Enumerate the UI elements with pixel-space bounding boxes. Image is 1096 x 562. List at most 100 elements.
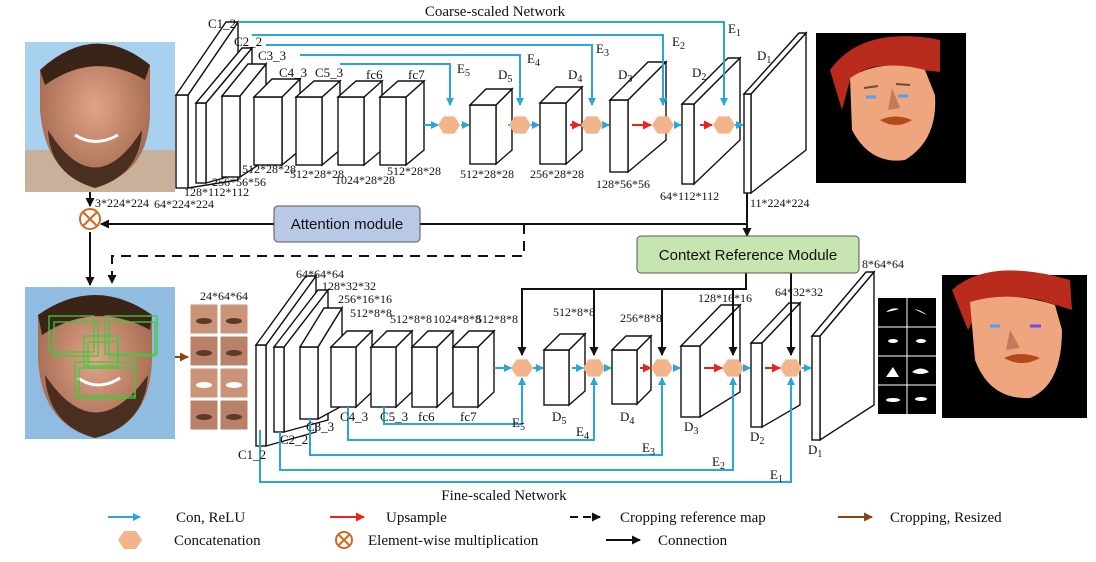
crop-feature — [196, 382, 212, 388]
concat-hexagon-6 — [511, 359, 533, 377]
crop-feature — [196, 318, 212, 324]
coarse-decoder-d5: D5 — [498, 67, 512, 85]
label-fine-c2: C2_2 — [280, 432, 308, 447]
fine-decoder-d2: D2 — [750, 429, 764, 447]
fine-network-title: Fine-scaled Network — [441, 488, 567, 504]
fine-decoder-d3: D3 — [684, 419, 698, 437]
legend-concat-hexagon — [118, 531, 142, 549]
fine-decoder-d4: D4 — [620, 409, 634, 427]
fine-labels: 24*64*64 64*64*64 128*32*32 256*16*16 51… — [200, 257, 904, 462]
dim-fine-fc7: 512*8*8 — [476, 312, 518, 326]
label-coarse-c4: C4_3 — [279, 65, 307, 80]
legend-concat: Concatenation — [174, 533, 261, 549]
context-reference-module-label: Context Reference Module — [659, 247, 837, 264]
label-coarse-c2: C2_2 — [234, 34, 262, 49]
dim-input: 3*224*224 — [95, 196, 149, 210]
concat-hexagon-7 — [583, 359, 605, 377]
attention-module: Attention module — [273, 205, 421, 243]
dim-coarse-c5: 512*28*28 — [290, 167, 344, 181]
dim-coarse-c4: 512*28*28 — [242, 162, 296, 176]
label-fine-c5: C5_3 — [380, 409, 408, 424]
dim-coarse-fc6: 1024*28*28 — [335, 173, 395, 187]
label-fine-fc7: fc7 — [460, 409, 477, 424]
dim-fine-d2: 64*32*32 — [775, 285, 823, 299]
label-fine-fc6: fc6 — [418, 409, 435, 424]
dim-coarse-d3: 128*56*56 — [596, 177, 650, 191]
label-fine-c3: C3_3 — [306, 419, 334, 434]
dim-fine-crop: 24*64*64 — [200, 289, 248, 303]
fine-decoder-d5: D5 — [552, 409, 566, 427]
dim-fine-c1: 64*64*64 — [296, 267, 344, 281]
attention-module-label: Attention module — [291, 216, 404, 233]
concat-hexagon-9 — [722, 359, 744, 377]
dim-fine-d1: 8*64*64 — [862, 257, 904, 271]
legend-crop-ref: Cropping reference map — [620, 510, 766, 526]
context-reference-module: Context Reference Module — [636, 235, 860, 274]
dim-coarse-d2: 64*112*112 — [660, 189, 719, 203]
fine-skip-connections — [259, 377, 795, 483]
part-masks — [878, 298, 936, 414]
crop-feature — [196, 414, 212, 420]
coarse-skip-connections — [238, 21, 728, 106]
crop-patches — [189, 303, 249, 431]
coarse-decoder-d2: D2 — [692, 65, 706, 83]
coarse-decoder-d3: D3 — [618, 67, 632, 85]
input-face-photo — [25, 42, 175, 192]
crop-feature — [226, 382, 242, 388]
crop-feature — [226, 350, 242, 356]
concatenation-nodes — [438, 116, 802, 377]
legend-connection: Connection — [658, 533, 728, 549]
legend-mult: Element-wise multiplication — [368, 533, 539, 549]
dim-fine-d4: 256*8*8 — [620, 311, 662, 325]
dim-coarse-c1: 64*224*224 — [154, 197, 214, 211]
coarse-skip-e5: E5 — [457, 61, 470, 79]
label-fine-c1: C1_2 — [238, 447, 266, 462]
concat-hexagon-8 — [651, 359, 673, 377]
dim-coarse-d5: 512*28*28 — [460, 167, 514, 181]
black-connections — [85, 192, 796, 356]
dim-fine-c4: 512*8*8 — [350, 306, 392, 320]
fine-output-mask — [942, 270, 1087, 418]
label-coarse-fc6: fc6 — [366, 67, 383, 82]
concat-hexagon-10 — [780, 359, 802, 377]
crop-feature — [196, 350, 212, 356]
dim-fine-fc6: 1024*8*8 — [433, 312, 481, 326]
coarse-output-mask — [816, 33, 966, 183]
fine-encoder — [254, 273, 496, 447]
coarse-labels: C1_2 C2_2 C3_3 C4_3 C5_3 fc6 fc7 64*224*… — [95, 16, 810, 211]
dim-fine-d3: 128*16*16 — [698, 291, 752, 305]
dim-fine-c5: 512*8*8 — [390, 312, 432, 326]
crop-feature — [226, 318, 242, 324]
coarse-skip-e3: E3 — [596, 41, 609, 59]
dim-coarse-d1: 11*224*224 — [750, 196, 810, 210]
legend-crop-resize: Cropping, Resized — [890, 510, 1002, 526]
concat-hexagon-1 — [438, 116, 460, 134]
legend-conv: Con, ReLU — [176, 510, 245, 526]
coarse-decoder-d4: D4 — [568, 67, 582, 85]
dim-coarse-c3: 256*56*56 — [212, 175, 266, 189]
legend-upsample: Upsample — [386, 510, 447, 526]
dim-coarse-c2: 128*112*112 — [184, 185, 249, 199]
cropping-reference-path — [107, 224, 525, 284]
concat-hexagon-3 — [581, 116, 603, 134]
label-coarse-fc7: fc7 — [408, 67, 425, 82]
legend-mult-icon — [335, 531, 353, 549]
coarse-skip-e4: E4 — [527, 51, 540, 69]
concat-hexagon-2 — [509, 116, 531, 134]
coarse-encoder — [174, 19, 426, 189]
cropped-face-photo — [25, 287, 175, 439]
crop-patch — [219, 335, 249, 367]
coarse-skip-e2: E2 — [672, 34, 685, 52]
concat-hexagon-5 — [713, 116, 735, 134]
legend: Con, ReLU Concatenation Upsample Element… — [108, 510, 1002, 549]
label-fine-c4: C4_3 — [340, 409, 368, 424]
label-coarse-c3: C3_3 — [258, 48, 286, 63]
multiplication-node — [79, 208, 101, 230]
coarse-network-title: Coarse-scaled Network — [425, 4, 566, 20]
concat-hexagon-4 — [652, 116, 674, 134]
dim-fine-d5: 512*8*8 — [553, 305, 595, 319]
fine-decoder-d1: D1 — [808, 442, 822, 460]
label-coarse-c1: C1_2 — [208, 16, 236, 31]
